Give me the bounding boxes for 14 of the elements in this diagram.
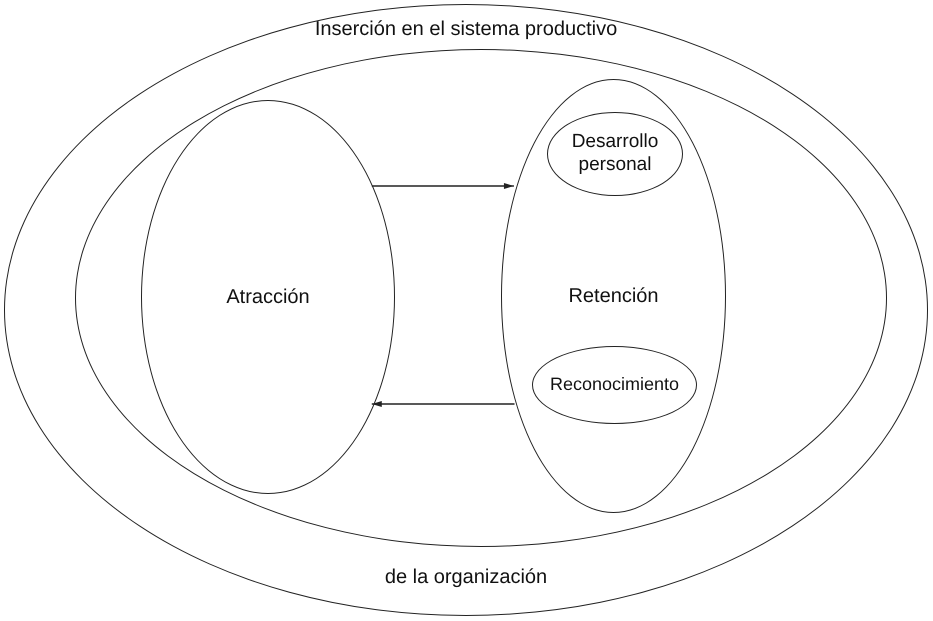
ellipse-label: Reconocimiento	[548, 374, 680, 396]
arrow	[372, 401, 515, 407]
outer-ellipse	[4, 4, 928, 616]
ellipse-label: Atracción	[226, 285, 310, 309]
ellipse-label: Retención	[568, 284, 659, 308]
ellipse-label: de la organización	[384, 565, 548, 589]
inner-ellipse	[75, 49, 887, 547]
ellipse	[547, 112, 683, 196]
ellipse	[501, 79, 726, 513]
arrow	[372, 183, 514, 189]
ellipse	[532, 346, 697, 424]
ellipse-label: Inserción en el sistema productivo	[314, 17, 618, 41]
ellipse	[141, 100, 395, 494]
ellipse-label: Desarrollo personal	[570, 131, 660, 177]
